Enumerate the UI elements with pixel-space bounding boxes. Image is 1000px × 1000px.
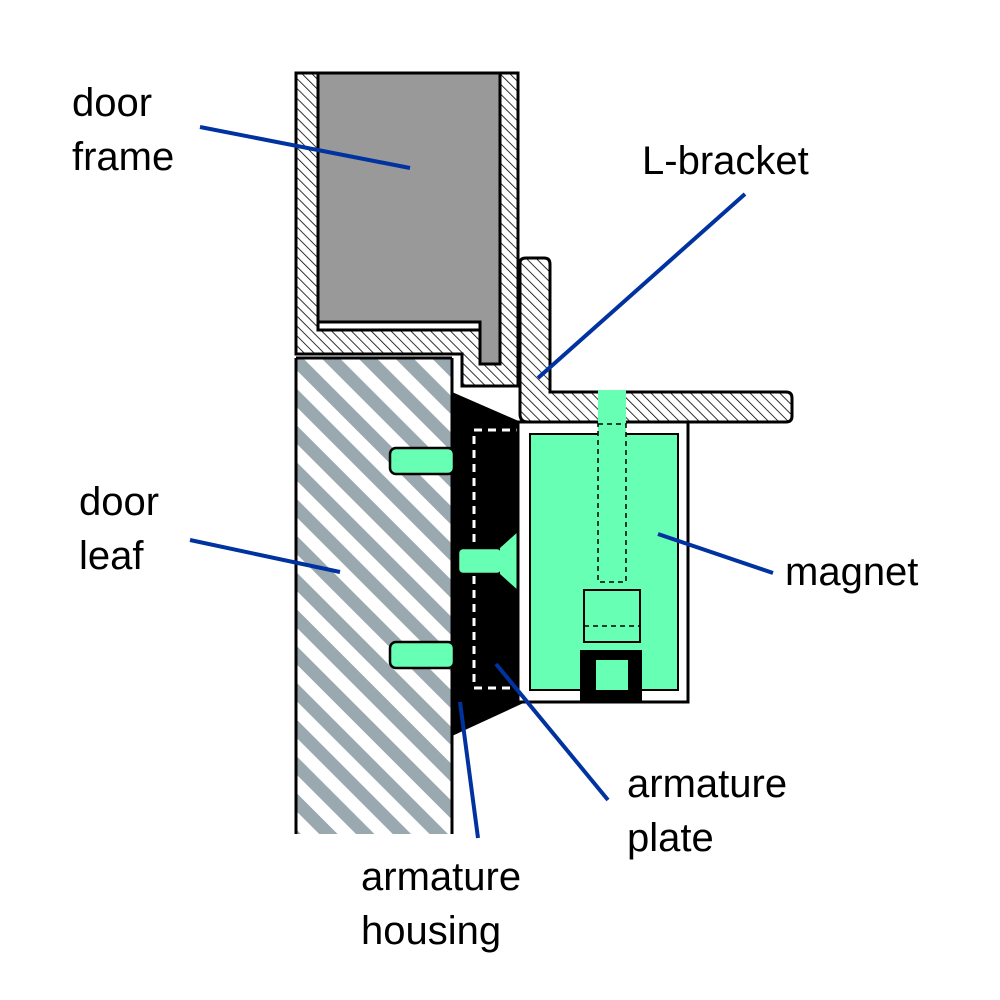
label-door-leaf: door leaf — [79, 475, 159, 583]
label-magnet: magnet — [785, 550, 919, 594]
label-armature-plate: armature plate — [627, 757, 787, 865]
label-armature-plate-line1: armature — [627, 762, 788, 806]
door-frame-core — [316, 71, 502, 366]
magnet — [516, 390, 690, 704]
label-l-bracket: L-bracket — [642, 139, 809, 183]
label-door-frame-line2: frame — [72, 135, 175, 179]
door-leaf-shape — [296, 358, 452, 834]
center-cone — [500, 530, 520, 592]
label-door-frame: door frame — [72, 76, 174, 184]
l-bracket-shape — [518, 256, 794, 424]
label-armature-plate-line2: plate — [627, 816, 714, 860]
label-door-leaf-line2: leaf — [79, 534, 144, 578]
label-armature-housing: armature housing — [361, 850, 521, 958]
label-armature-housing-line2: housing — [361, 909, 502, 953]
leader-lines — [189, 125, 774, 839]
upper-pin — [388, 446, 456, 476]
leader-magnet — [657, 532, 774, 575]
leader-armature-housing — [458, 701, 480, 839]
lower-pin — [388, 640, 456, 670]
center-pin — [456, 546, 504, 576]
leader-l-bracket — [536, 192, 747, 380]
leader-door-leaf — [189, 538, 341, 574]
leader-armature-plate — [494, 662, 610, 802]
label-door-leaf-line1: door — [79, 480, 160, 524]
door-frame — [294, 71, 520, 388]
label-armature-housing-line1: armature — [361, 855, 522, 899]
leader-door-frame — [199, 125, 411, 170]
label-door-frame-line1: door — [72, 81, 153, 125]
